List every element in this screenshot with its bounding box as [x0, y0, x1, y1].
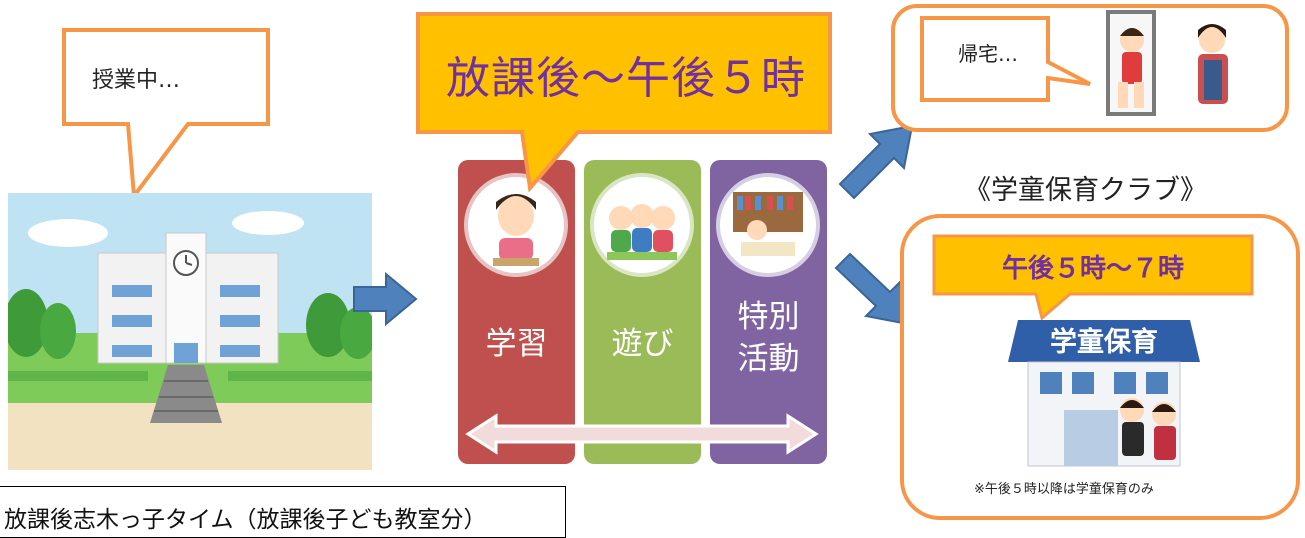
- after-school-bubble: [416, 12, 832, 192]
- after-5-text: 午後５時～７時: [1001, 254, 1184, 284]
- bottom-caption: 放課後志木っ子タイム（放課後子ども教室分）: [4, 507, 487, 533]
- footnote: ※午後５時以降は学童保育のみ: [974, 482, 1154, 497]
- school-illustration: [8, 193, 372, 470]
- club-title: 《学童保育クラブ》: [964, 175, 1207, 206]
- in-class-text: 授業中…: [92, 68, 181, 93]
- door-family-illustration: [1106, 10, 1228, 116]
- going-home-text: 帰宅…: [958, 42, 1018, 66]
- studying-child-icon: [464, 173, 568, 277]
- column-label-play: 遊び: [611, 326, 674, 362]
- in-class-bubble: [62, 28, 270, 202]
- double-arrow: [465, 413, 819, 455]
- going-home-bubble: [920, 16, 1091, 102]
- after-5-bubble: [932, 234, 1254, 321]
- playing-children-icon: [590, 173, 694, 277]
- building-sign: 学童保育: [1050, 327, 1158, 358]
- after-school-text: 放課後～午後５時: [446, 53, 806, 104]
- library-reading-icon: [716, 173, 820, 277]
- arrow-to-home: [838, 124, 914, 200]
- column-label-special: 特別 活動: [737, 299, 800, 377]
- childcare-building-illustration: [1008, 320, 1200, 467]
- arrow-to-after-school: [353, 272, 418, 326]
- column-label-study: 学習: [485, 326, 548, 362]
